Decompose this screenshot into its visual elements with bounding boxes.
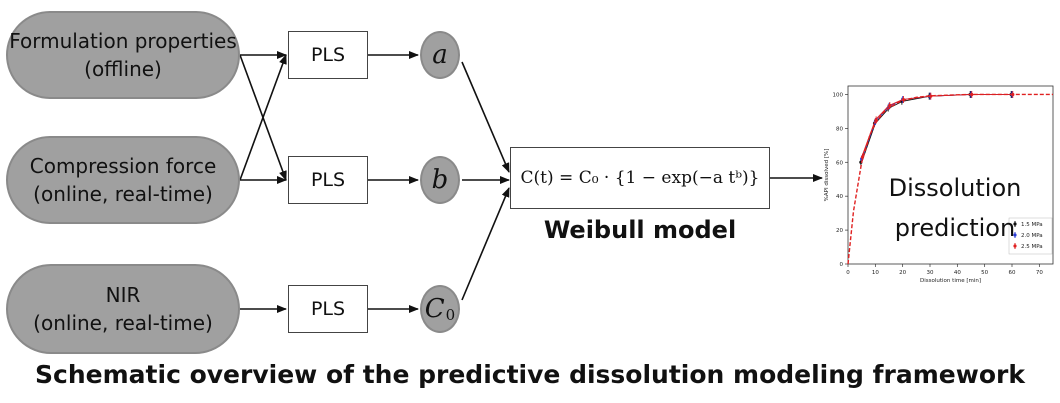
weibull-formula-box: C(t) = C₀ · {1 − exp(−a tᵇ)} — [510, 147, 770, 209]
arrow-compression-to-pls1 — [239, 54, 287, 181]
y-tick-label: 40 — [836, 194, 843, 200]
pls-box-1: PLS — [288, 31, 368, 79]
x-tick-label: 50 — [981, 270, 988, 276]
legend-label: 2.0 MPa — [1021, 233, 1043, 239]
param-c0-sub: 0 — [445, 306, 456, 324]
y-axis-label: %API dissolved [%] — [824, 149, 830, 202]
x-tick-label: 70 — [1036, 270, 1043, 276]
input-nir: NIR (online, real-time) — [6, 264, 240, 354]
prediction-label-line2: prediction — [894, 214, 1016, 242]
pls-box-3: PLS — [288, 285, 368, 333]
arrow-c0-to-model — [461, 187, 510, 301]
x-tick-label: 40 — [954, 270, 961, 276]
legend-marker-dot — [1013, 233, 1017, 237]
x-tick-label: 0 — [846, 270, 850, 276]
prediction-label: Dissolution prediction — [870, 168, 1040, 248]
x-tick-label: 30 — [927, 270, 934, 276]
y-tick-label: 0 — [840, 262, 844, 268]
figure-caption: Schematic overview of the predictive dis… — [35, 360, 1025, 389]
fit-curve — [847, 93, 1053, 265]
weibull-formula: C(t) = C₀ · {1 − exp(−a tᵇ)} — [520, 168, 760, 188]
y-tick-label: 100 — [833, 92, 844, 98]
input-formulation-line1: Formulation properties — [9, 29, 237, 53]
y-tick-label: 60 — [836, 160, 843, 166]
arrow-a-to-model — [461, 61, 510, 173]
param-b: b — [420, 156, 460, 204]
data-point — [888, 103, 892, 108]
legend-label: 2.5 MPa — [1021, 244, 1043, 250]
legend-marker-dot — [1013, 222, 1017, 226]
input-nir-line1: NIR — [105, 283, 141, 307]
y-tick-label: 20 — [836, 228, 843, 234]
pls-box-2: PLS — [288, 156, 368, 204]
y-tick-label: 80 — [836, 126, 843, 132]
input-compression-line2: (online, real-time) — [33, 182, 213, 206]
param-c0-base: C — [424, 294, 445, 324]
x-tick-label: 10 — [872, 270, 879, 276]
param-a-label: a — [432, 40, 448, 70]
data-point — [929, 94, 933, 98]
x-axis-label: Dissolution time [min] — [920, 278, 981, 284]
legend-label: 1.5 MPa — [1021, 222, 1043, 228]
legend-marker-dot — [1013, 244, 1017, 248]
x-tick-label: 20 — [899, 270, 906, 276]
input-nir-line2: (online, real-time) — [33, 311, 213, 335]
x-tick-label: 60 — [1009, 270, 1016, 276]
model-label: Weibull model — [543, 216, 737, 244]
param-a: a — [420, 31, 460, 79]
input-compression-line1: Compression force — [29, 154, 217, 178]
input-formulation-properties: Formulation properties (offline) — [6, 11, 240, 99]
input-compression-force: Compression force (online, real-time) — [6, 136, 240, 224]
input-formulation-line2: (offline) — [84, 57, 162, 81]
param-b-label: b — [431, 165, 449, 195]
prediction-label-line1: Dissolution — [888, 174, 1022, 202]
